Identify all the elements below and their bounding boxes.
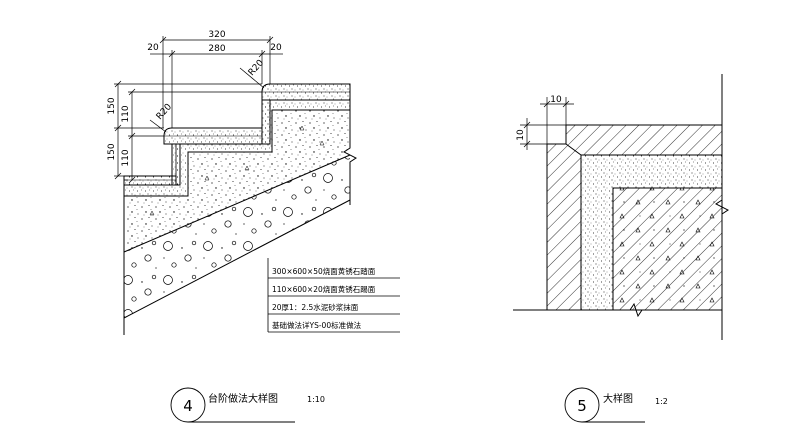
dim-right-offset: 20: [270, 43, 282, 53]
lower-riser-stone: [171, 143, 181, 186]
radius-lower-label: R20: [155, 102, 174, 122]
detail-5-title: 5 大样图 1:2: [564, 387, 668, 423]
gravel-bottom-boundary: [123, 199, 351, 319]
dim-riser-upper: 150: [107, 97, 117, 114]
note-mortar: 20厚1：2.5水泥砂浆抹面: [272, 302, 359, 312]
dim-riser-lower-inner: 110: [121, 149, 131, 166]
note-foundation: 基础做法详YS-00标准做法: [272, 320, 362, 330]
dim-corner-side: 10: [516, 129, 526, 141]
radius-upper-label: R20: [247, 58, 266, 78]
detail-scale: 1:10: [307, 395, 325, 404]
detail-4-title: 4 台阶做法大样图 1:10: [170, 387, 325, 423]
detail-scale: 1:2: [655, 397, 668, 406]
note-riser-stone: 110×600×20烧面黄锈石踢面: [272, 284, 376, 294]
riser-dimension-lines: [114, 80, 262, 184]
dim-riser-lower: 150: [107, 143, 117, 160]
corner-dimension-lines: [520, 97, 574, 150]
dim-top-inner: 280: [208, 44, 225, 54]
concrete-aggregate: [149, 125, 325, 216]
detail-number: 5: [577, 397, 587, 415]
note-tread-stone: 300×600×50烧面黄锈石踏面: [272, 266, 376, 276]
detail-title: 台阶做法大样图: [208, 392, 278, 405]
dim-riser-upper-inner: 110: [121, 105, 131, 122]
dim-corner-top: 10: [550, 95, 562, 105]
upper-riser-stone: [261, 99, 271, 145]
detail-title: 大样图: [603, 392, 633, 405]
dim-top-total: 320: [208, 30, 225, 40]
detail-number: 4: [183, 397, 193, 415]
concrete-gravel-boundary: [123, 154, 351, 253]
stair-section-detail: 320 280 20 20 R20 R20 150 110 150: [107, 30, 400, 423]
break-line-right-5: [715, 199, 729, 215]
break-line-bottom-5: [629, 302, 722, 318]
tread-dimension-lines: [150, 36, 283, 128]
gravel-base: [124, 155, 350, 318]
break-line-right: [343, 84, 357, 205]
concrete-base: [124, 110, 350, 252]
corner-detail: 10 10 5 大样图 1:2: [513, 74, 729, 423]
dim-left-offset: 20: [147, 43, 159, 53]
material-notes: 300×600×50烧面黄锈石踏面 110×600×20烧面黄锈石踢面 20厚1…: [267, 258, 400, 333]
